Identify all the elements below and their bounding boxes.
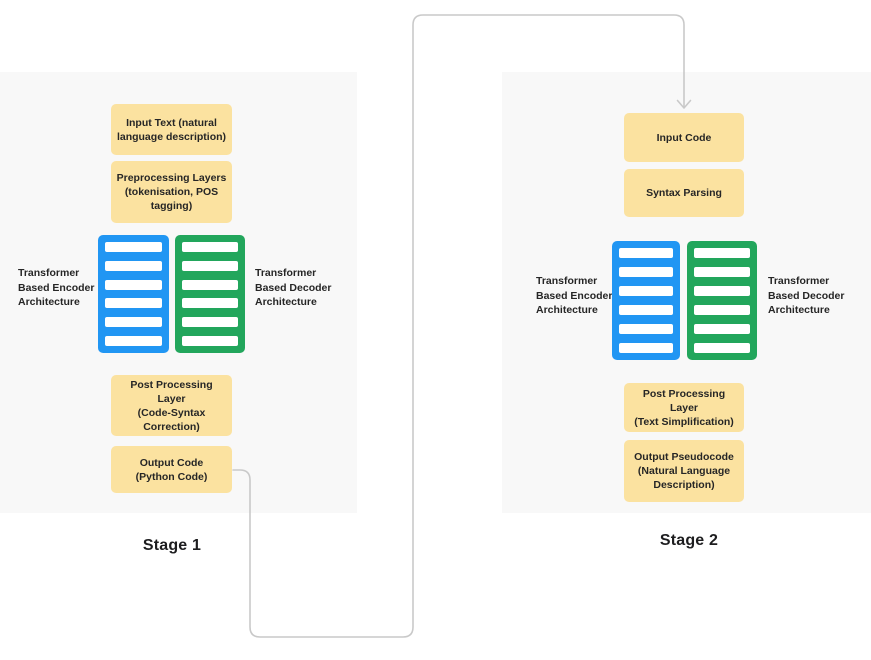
stage2-input-code-box: Input Code [624,113,744,162]
transformer-layer-bar [694,248,750,258]
transformer-layer-bar [694,343,750,353]
transformer-layer-bar [619,343,673,353]
stage2-encoder-stack [612,241,680,360]
transformer-layer-bar [105,317,162,328]
stage2-decoder-stack [687,241,757,360]
transformer-layer-bar [105,279,162,290]
stage1-decoder-stack [175,235,245,353]
stage2-postprocessing-box: Post Processing Layer (Text Simplificati… [624,383,744,432]
transformer-layer-bar [619,305,673,315]
stage1-decoder-label: Transformer Based Decoder Architecture [255,267,332,308]
stage1-encoder-stack [98,235,169,353]
transformer-layer-bar [105,242,162,252]
transformer-layer-bar [619,286,673,296]
transformer-layer-bar [182,242,238,252]
transformer-layer-bar [182,279,238,290]
stage1-output-code-box: Output Code (Python Code) [111,446,232,493]
stage1-input-text-box: Input Text (natural language description… [111,104,232,155]
stage2-syntax-parsing-box: Syntax Parsing [624,169,744,217]
transformer-layer-bar [694,324,750,334]
transformer-layer-bar [105,260,162,271]
stage1-postprocessing-box: Post Processing Layer (Code-Syntax Corre… [111,375,232,436]
transformer-layer-bar [182,317,238,328]
transformer-layer-bar [694,286,750,296]
transformer-layer-bar [694,305,750,315]
transformer-layer-bar [619,324,673,334]
transformer-layer-bar [694,267,750,277]
stage1-panel: Input Text (natural language description… [0,72,357,513]
stage1-encoder-label: Transformer Based Encoder Architecture [18,267,95,308]
stage2-output-pseudocode-box: Output Pseudocode (Natural Language Desc… [624,440,744,502]
stage2-panel: Input Code Syntax Parsing Transformer Ba… [502,72,871,513]
stage2-decoder-label: Transformer Based Decoder Architecture [768,275,845,316]
transformer-layer-bar [182,260,238,271]
transformer-layer-bar [619,248,673,258]
transformer-layer-bar [105,298,162,309]
stage1-preprocessing-box: Preprocessing Layers (tokenisation, POS … [111,161,232,223]
stage2-caption: Stage 2 [659,532,719,549]
transformer-layer-bar [105,335,162,346]
transformer-layer-bar [182,335,238,346]
stage1-caption: Stage 1 [142,537,202,554]
transformer-layer-bar [182,298,238,309]
transformer-layer-bar [619,267,673,277]
